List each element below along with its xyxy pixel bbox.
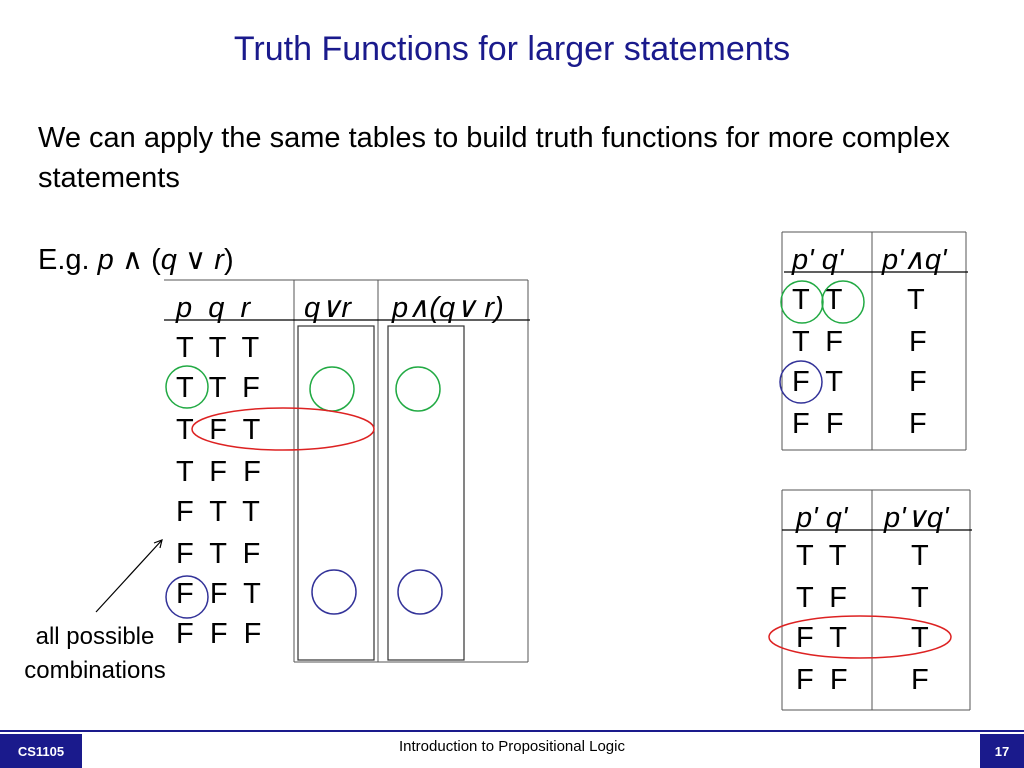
blue-circle [397, 569, 443, 615]
green-circle [309, 366, 355, 412]
example-and: ∧ ( [113, 244, 161, 276]
or-row-vars: T F [796, 582, 848, 614]
main-row: F T F [176, 538, 261, 570]
or-row-result: F [911, 664, 929, 696]
example-prefix: E.g. [38, 244, 98, 276]
intro-text: We can apply the same tables to build tr… [38, 122, 950, 194]
red-ellipse [191, 407, 375, 451]
and-row-result: T [907, 284, 925, 316]
green-circle [165, 365, 209, 409]
and-header-result: p'∧q' [882, 244, 947, 276]
and-row-vars: T T [792, 284, 843, 316]
and-row-result: F [909, 366, 927, 398]
and-row-result: F [909, 408, 927, 440]
or-row-result: T [911, 582, 929, 614]
or-row-vars: T T [796, 540, 847, 572]
and-table-frame [781, 231, 968, 451]
blue-circle [165, 575, 209, 619]
slide-title: Truth Functions for larger statements [233, 30, 791, 68]
page-number: 17 [980, 734, 1024, 768]
green-circle [780, 280, 824, 324]
main-row: F F T [176, 578, 261, 610]
main-row: T F T [176, 414, 261, 446]
main-header-q-or-r: q∨r [304, 292, 352, 324]
highlight-box-result [387, 325, 465, 661]
blue-circle [779, 360, 823, 404]
main-row: T T T [176, 332, 260, 364]
or-header-vars: p' q' [796, 502, 848, 534]
and-header-vars: p' q' [792, 244, 844, 276]
highlight-box-q-or-r [297, 325, 375, 661]
main-row: F T T [176, 496, 260, 528]
example-or: ∨ [176, 244, 215, 276]
example-close: ) [223, 244, 234, 276]
main-header-vars: p q r [176, 292, 251, 324]
or-row-result: T [911, 540, 929, 572]
example-p: p [97, 244, 114, 276]
and-row-vars: T F [792, 326, 844, 358]
main-row: T T F [176, 372, 260, 404]
annotation-all-combinations: all possible combinations [24, 623, 166, 684]
main-row: T F F [176, 456, 261, 488]
main-table-frame [164, 279, 530, 663]
and-row-vars: F T [792, 366, 844, 398]
or-row-vars: F T [796, 622, 848, 654]
or-row-vars: F F [796, 664, 848, 696]
green-circle [395, 366, 441, 412]
footer-divider [0, 730, 1024, 732]
blue-circle [311, 569, 357, 615]
main-header-p-and-q-or-r: p∧(q∨ r) [392, 292, 504, 324]
example-r: r [214, 244, 224, 276]
arrow-to-combinations [95, 539, 163, 613]
main-row: F F F [176, 618, 262, 650]
green-circle [821, 280, 865, 324]
footer [0, 732, 1024, 768]
example-formula: E.g. p ∧ (q ∨ r) [38, 242, 234, 277]
or-header-result: p'∨q' [884, 502, 949, 534]
footer-title: Introduction to Propositional Logic [399, 738, 625, 755]
and-row-result: F [909, 326, 927, 358]
or-table-frame [781, 489, 972, 711]
or-row-result: T [911, 622, 929, 654]
course-badge: CS1105 [0, 734, 82, 768]
example-q: q [160, 244, 177, 276]
and-row-vars: F F [792, 408, 844, 440]
red-ellipse [768, 615, 952, 659]
